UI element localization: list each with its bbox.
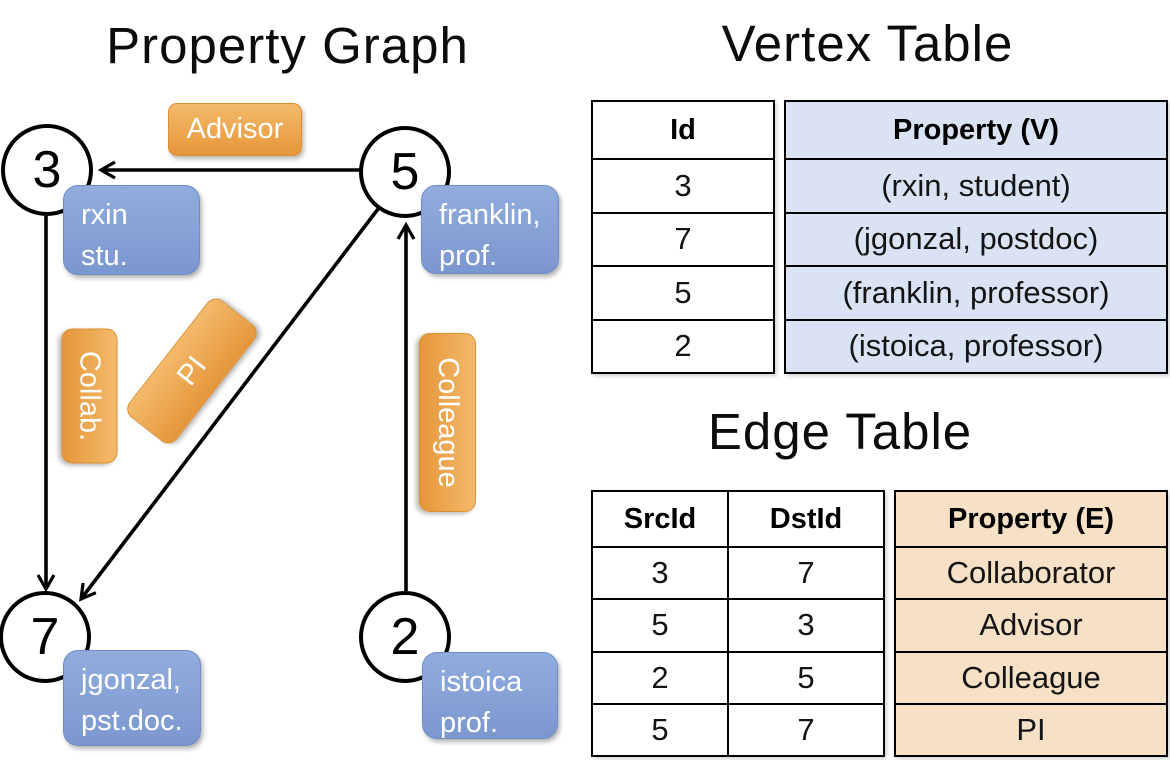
vertex-property-box-3: rxin stu.: [63, 185, 200, 275]
vertex-table: Id 3 7 5 2 Property (V) (rxin, student) …: [591, 100, 1168, 374]
property-line: pst.doc.: [81, 705, 183, 738]
edge-src-cell: 5: [593, 702, 727, 755]
vertex-property-box-2: istoica prof.: [422, 652, 558, 739]
column-header-dstid: DstId: [727, 492, 883, 546]
vertex-property-cell: (franklin, professor): [786, 265, 1166, 319]
edge-property-cell: Advisor: [896, 598, 1166, 651]
edge-property-cell: Colleague: [896, 650, 1166, 703]
node-id-label: 2: [390, 608, 420, 666]
edge-table-id-columns: SrcId DstId 3 7 5 3 2 5 5 7: [591, 490, 885, 757]
edge-property-cell: Collaborator: [896, 546, 1166, 599]
column-header-srcid: SrcId: [623, 502, 697, 535]
property-line: stu.: [81, 240, 128, 273]
vertex-table-id-column: Id 3 7 5 2: [591, 100, 775, 374]
column-header-property-e: Property (E): [896, 492, 1166, 546]
edge-dst-cell: 3: [727, 598, 883, 651]
edge-src-cell: 5: [593, 598, 727, 650]
edge-label-collab: Collab.: [61, 328, 118, 464]
vertex-property-cell: (istoica, professor): [786, 318, 1166, 372]
property-line: prof.: [440, 707, 499, 740]
edge-src-cell: 3: [593, 546, 727, 598]
edge-src-cell: 2: [593, 650, 727, 703]
edge-table-property-column: Property (E) Collaborator Advisor Collea…: [894, 490, 1168, 757]
property-line: rxin: [81, 199, 128, 231]
vertex-id-cell: 3: [593, 158, 773, 212]
node-id-label: 5: [390, 143, 420, 201]
edge-label-advisor: Advisor: [168, 103, 302, 156]
column-header-id: Id: [670, 113, 696, 146]
property-line: istoica: [440, 666, 523, 698]
edge-table-title: Edge Table: [707, 403, 973, 460]
edge-property-cell: PI: [896, 702, 1166, 755]
vertex-table-property-column: Property (V) (rxin, student) (jgonzal, p…: [784, 100, 1168, 374]
vertex-property-cell: (rxin, student): [786, 158, 1166, 212]
vertex-table-title: Vertex Table: [721, 15, 1014, 72]
graph-edges-layer: [36, 160, 416, 602]
edge-table: SrcId DstId 3 7 5 3 2 5 5 7 Property (E)…: [591, 490, 1168, 757]
property-line: jgonzal,: [81, 664, 181, 696]
column-header-property-v: Property (V): [786, 102, 1166, 158]
node-id-label: 7: [30, 608, 60, 666]
edge-dst-cell: 7: [727, 546, 883, 599]
vertex-property-box-7: jgonzal, pst.doc.: [63, 650, 201, 746]
vertex-id-cell: 7: [593, 211, 773, 266]
edge-dst-cell: 5: [727, 650, 883, 703]
graph-title: Property Graph: [106, 17, 469, 74]
edge-label-colleague: Colleague: [419, 333, 476, 512]
graph-node-2: 2: [359, 591, 451, 683]
graph-node-5: 5: [359, 126, 451, 218]
property-line: franklin,: [439, 199, 541, 231]
node-id-label: 3: [32, 141, 62, 199]
edge-dst-cell: 7: [727, 702, 883, 755]
edge-line-pi-5-to-7: [79, 207, 380, 602]
vertex-property-box-5: franklin, prof.: [421, 185, 559, 274]
property-line: prof.: [439, 240, 498, 273]
vertex-id-cell: 2: [593, 318, 773, 373]
vertex-id-cell: 5: [593, 265, 773, 319]
vertex-property-cell: (jgonzal, postdoc): [786, 211, 1166, 265]
